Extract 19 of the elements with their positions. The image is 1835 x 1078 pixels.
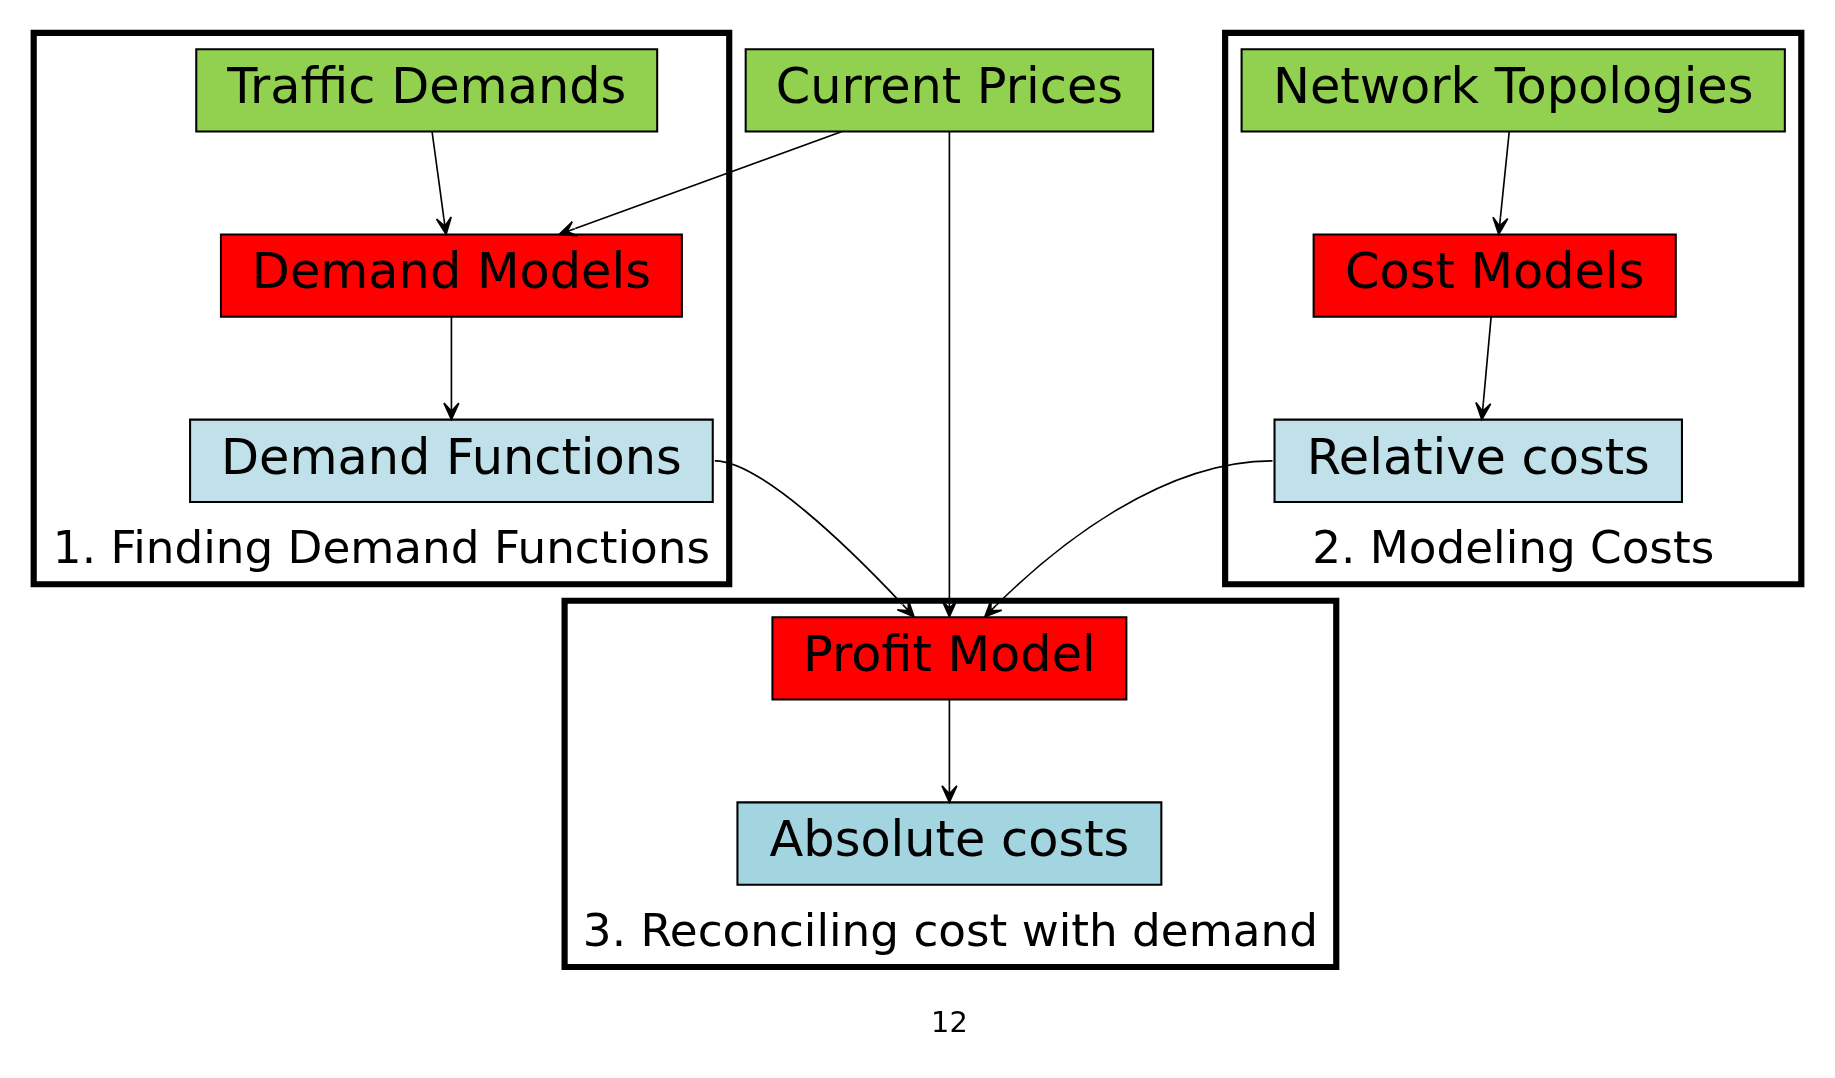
node-box: Profit Model — [771, 616, 1128, 701]
node-box: Cost Models — [1312, 233, 1677, 318]
arrow — [1492, 130, 1511, 236]
node-box: Network Topologies — [1240, 48, 1786, 133]
node-box: Absolute costs — [736, 801, 1163, 886]
arrow — [941, 131, 958, 618]
arrow — [431, 130, 452, 236]
node-box: Current Prices — [744, 48, 1155, 133]
label: 12 — [931, 1005, 968, 1040]
arrow — [558, 130, 843, 237]
arrow — [443, 316, 460, 421]
node-box: Demand Functions — [189, 418, 714, 503]
arrow — [1475, 316, 1492, 421]
arrow — [941, 698, 958, 804]
node-box: Demand Models — [219, 233, 683, 318]
arrow — [714, 460, 915, 618]
arrow — [984, 460, 1274, 618]
node-box: Traffic Demands — [195, 48, 659, 133]
node-box: Relative costs — [1273, 418, 1683, 503]
